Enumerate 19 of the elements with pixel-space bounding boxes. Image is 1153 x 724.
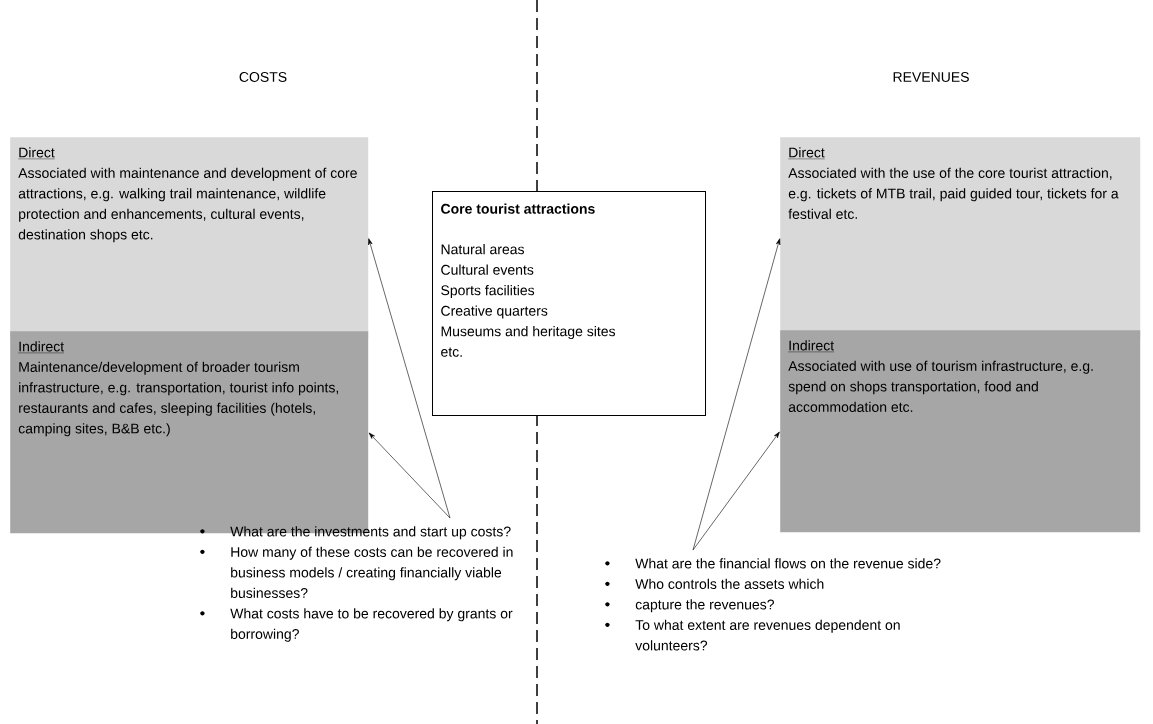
arrow <box>692 431 780 551</box>
column-heading: COSTS <box>239 72 287 82</box>
node-label: capture the revenues? <box>635 599 774 613</box>
cost-category-box: Direct Associated with maintenance and development of core attractions, e.g. walking trail maintenance, wildlife protection and enhancements, cultural events, destination shops etc. <box>10 137 369 339</box>
question-list: What are the investments and start up costs? How many of these costs can be recovered in business models / creating financially viable businesses? What costs have to be recovered by grants or borrowing? <box>200 526 513 642</box>
node-label: Who controls the assets which <box>635 578 824 589</box>
arrow <box>368 432 451 519</box>
node-label: What are the financial flows on the revenue side? <box>635 558 941 569</box>
node-label: To what extent are revenues dependent on volunteers? <box>635 619 900 651</box>
revenue-category-box: Indirect Associated with use of tourism infrastructure, e.g. spend on shops transportation, food and accommodation etc. <box>780 330 1141 533</box>
node-label: What are the investments and start up costs? <box>230 526 511 540</box>
attractions-box: Core tourist attractions Natural areas Cultural events Sports facilities Creative quarters Museums and heritage sites etc. <box>432 191 706 416</box>
node-label: What costs have to be recovered by grants or borrowing? <box>230 608 513 642</box>
question-list: What are the financial flows on the revenue side? Who controls the assets which capture the revenues? To what extent are revenues dependent on volunteers? <box>605 558 941 651</box>
column-heading: REVENUES <box>893 72 969 82</box>
revenue-category-box: Direct Associated with the use of the core tourist attraction, e.g. tickets of MTB trail, paid guided tour, tickets for a festival etc. <box>780 137 1141 339</box>
node-label: How many of these costs can be recovered in business models / creating financially viable businesses? <box>231 546 513 598</box>
arrow <box>368 238 451 519</box>
arrow <box>692 238 781 551</box>
